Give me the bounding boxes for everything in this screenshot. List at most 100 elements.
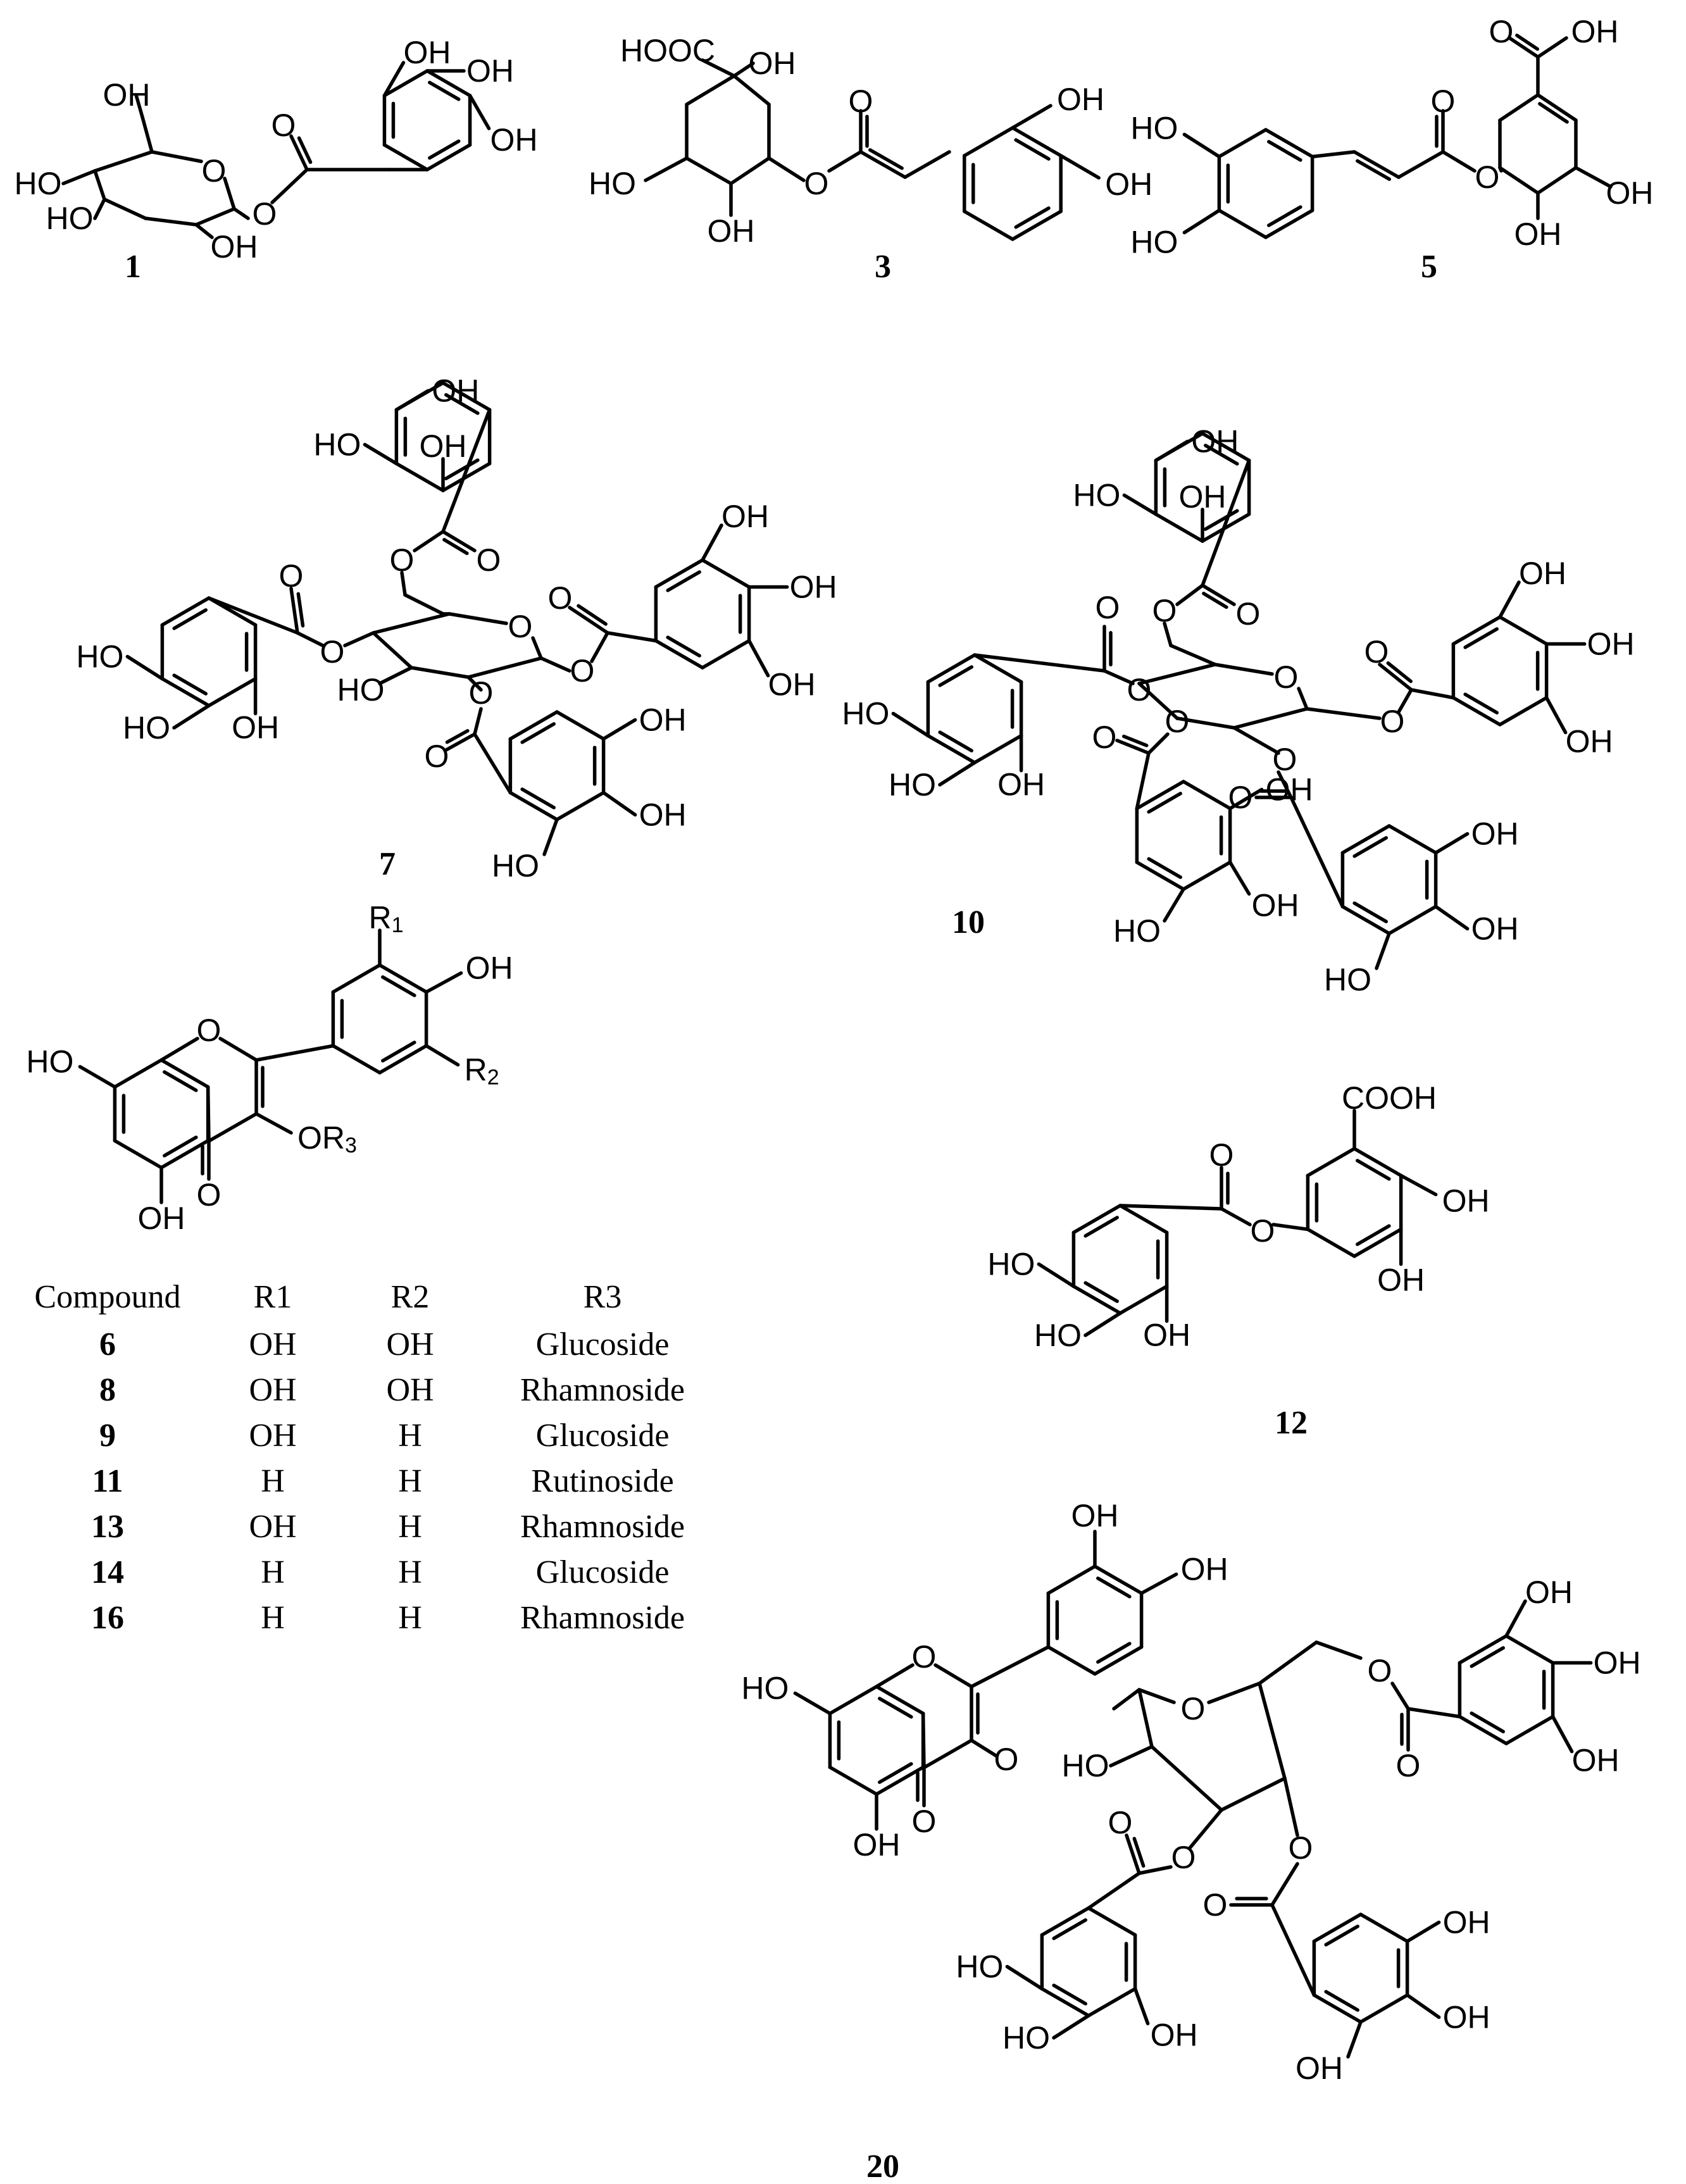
hydroxyl-label: OH [1594, 1645, 1641, 1681]
bond [400, 571, 407, 597]
bond [159, 1058, 210, 1089]
bond [445, 729, 470, 744]
bond [868, 148, 904, 170]
compound-label-10: 10 [952, 904, 985, 940]
bond [1147, 792, 1182, 814]
bond [394, 389, 430, 412]
hydroxyl-label: HO [337, 672, 385, 708]
carbonyl-oxygen: O [1092, 720, 1117, 755]
hydroxyl-label: OH [1057, 82, 1104, 117]
bond [1139, 1572, 1178, 1595]
bond [973, 733, 1023, 764]
bond [875, 1663, 915, 1688]
cell-compound: 13 [91, 1508, 124, 1545]
bond [1102, 669, 1135, 685]
ester-oxygen: O [1251, 1213, 1275, 1249]
carbonyl-oxygen: O [1396, 1748, 1421, 1783]
bond [1201, 432, 1251, 463]
bond [1312, 1993, 1363, 2024]
bond [1201, 458, 1251, 587]
bond [289, 134, 309, 172]
r1-label: R1 [368, 900, 403, 937]
bond [1014, 206, 1051, 229]
bond [1052, 2014, 1090, 2040]
hydroxyl-label: OH [749, 46, 796, 81]
hydroxyl-label: OH [103, 77, 151, 113]
bond [1270, 1862, 1299, 1907]
bond [1137, 682, 1179, 720]
bond [1405, 1993, 1441, 2019]
bond [1182, 208, 1221, 235]
bond [372, 612, 451, 635]
bond [444, 732, 477, 752]
bond [1314, 1640, 1363, 1660]
hydroxyl-label: OH [1377, 1263, 1425, 1298]
carbonyl-oxygen: O [548, 580, 573, 616]
hydroxyl-label: HO [987, 1247, 1035, 1282]
bond [1232, 726, 1280, 755]
bond [1005, 1964, 1044, 1991]
cell-r2: H [398, 1554, 422, 1590]
hydroxyl-label: HO [1113, 913, 1161, 949]
cell-r3: Glucoside [535, 1326, 670, 1363]
bond [938, 761, 977, 787]
hydroxyl-label: HO [741, 1671, 789, 1706]
bond [828, 1765, 878, 1796]
bond [428, 80, 461, 101]
bond [113, 1139, 163, 1170]
bond [78, 1064, 117, 1089]
bond [218, 1037, 258, 1062]
hydroxyl-label: HO [123, 710, 170, 746]
bond [1375, 932, 1391, 970]
carbonyl-oxygen: O [279, 558, 304, 594]
bond [289, 587, 299, 635]
bond [1202, 592, 1228, 609]
bond [1188, 1808, 1223, 1850]
hydroxyl-label: HO [46, 201, 94, 236]
hydroxyl-label: HO [1002, 2020, 1050, 2056]
bond [1356, 1159, 1391, 1181]
hydroxyl-label: HO [1062, 1748, 1109, 1783]
cell-compound: 14 [91, 1554, 124, 1590]
table-row: 14 H H Glucoside [14, 1549, 729, 1595]
r2-label: R2 [465, 1052, 499, 1090]
bond [963, 126, 1015, 158]
bond [963, 209, 1015, 241]
hydroxyl-label: OH [997, 767, 1045, 802]
bond [1289, 796, 1345, 909]
bond [363, 442, 399, 466]
bond [891, 711, 930, 738]
substituent-table: Compound R1 R2 R3 6 OH OH Glucoside 8 OH… [14, 1272, 729, 1640]
header-compound: Compound [34, 1278, 181, 1315]
bond [1125, 1833, 1141, 1875]
bond [1264, 208, 1314, 239]
carbonyl-oxygen: O [1096, 590, 1120, 625]
bond [701, 639, 751, 670]
bond [425, 143, 472, 172]
bond [1310, 150, 1356, 159]
ester-oxygen: O [253, 196, 277, 232]
bond [103, 197, 147, 220]
compound-label-3: 3 [875, 249, 891, 285]
bond [973, 653, 1023, 684]
bond [296, 631, 325, 647]
bond [1409, 688, 1456, 700]
bond [382, 69, 429, 97]
bond [859, 150, 907, 179]
bond [1011, 126, 1063, 158]
bond [1137, 1865, 1173, 1875]
bond [875, 1685, 925, 1716]
bond [207, 596, 299, 635]
bond [1093, 1645, 1144, 1676]
carbonyl-oxygen: O [912, 1804, 937, 1839]
cell-r3: Glucoside [535, 1417, 670, 1454]
bond [1207, 1682, 1261, 1704]
cell-r3: Glucoside [535, 1554, 670, 1590]
cell-r1: H [261, 1463, 285, 1499]
bond [1087, 1871, 1141, 1910]
hydroxyl-label: OH [639, 797, 687, 833]
bond [1046, 1564, 1097, 1595]
bond [382, 143, 429, 172]
